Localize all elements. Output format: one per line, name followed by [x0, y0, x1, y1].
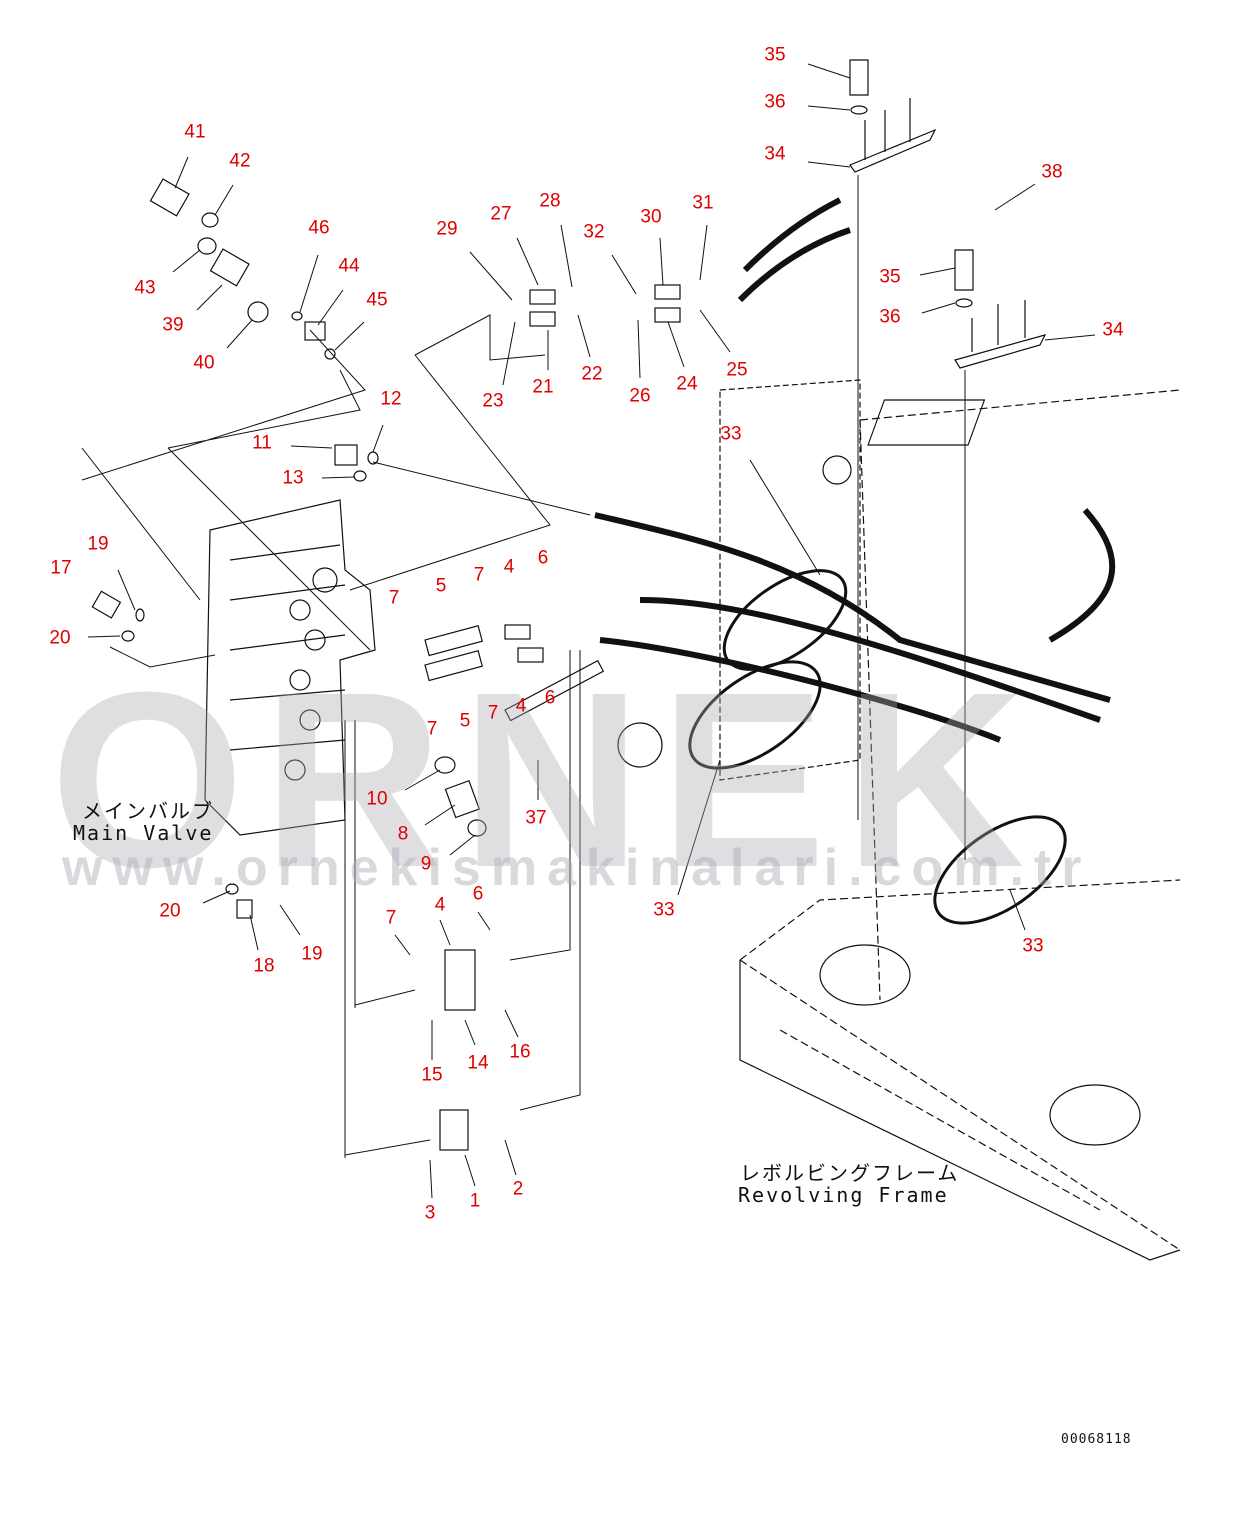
callout-9: 9	[420, 853, 432, 875]
callout-19: 19	[87, 533, 109, 555]
callout-7: 7	[473, 564, 485, 586]
main-valve-label-jp: メインバルブ	[82, 799, 214, 823]
callout-7: 7	[426, 718, 438, 740]
callout-29: 29	[436, 218, 458, 240]
callout-22: 22	[581, 363, 603, 385]
callout-5: 5	[435, 575, 447, 597]
callout-24: 24	[676, 373, 698, 395]
callout-34: 34	[764, 143, 786, 165]
callout-34: 34	[1102, 319, 1124, 341]
callout-30: 30	[640, 206, 662, 228]
main-valve-drawing	[204, 499, 376, 836]
callout-13: 13	[282, 467, 304, 489]
bracket-drawings	[849, 59, 1047, 860]
watermark-url: www.ornekismakinalari.com.tr	[62, 839, 1092, 897]
callout-26: 26	[629, 385, 651, 407]
callout-17: 17	[50, 557, 72, 579]
callout-7: 7	[385, 907, 397, 929]
callout-46: 46	[308, 217, 330, 239]
callout-20: 20	[49, 627, 71, 649]
callout-10: 10	[366, 788, 388, 810]
callout-14: 14	[467, 1052, 489, 1074]
revolving-frame-label-jp: レボルビングフレーム	[740, 1161, 960, 1185]
callout-6: 6	[544, 687, 556, 709]
callout-20: 20	[159, 900, 181, 922]
callout-36: 36	[879, 306, 901, 328]
callout-2: 2	[512, 1178, 524, 1200]
callout-32: 32	[583, 221, 605, 243]
callout-4: 4	[515, 695, 527, 717]
callout-15: 15	[421, 1064, 443, 1086]
callout-31: 31	[692, 192, 714, 214]
callout-7: 7	[487, 702, 499, 724]
callout-43: 43	[134, 277, 156, 299]
watermark-logo: ORNEK	[50, 640, 1043, 919]
callout-12: 12	[380, 388, 402, 410]
callout-3: 3	[424, 1202, 436, 1224]
callout-44: 44	[338, 255, 360, 277]
callout-6: 6	[472, 883, 484, 905]
callout-36: 36	[764, 91, 786, 113]
callout-42: 42	[229, 150, 251, 172]
callout-40: 40	[193, 352, 215, 374]
callout-35: 35	[879, 266, 901, 288]
callout-38: 38	[1041, 161, 1063, 183]
callout-27: 27	[490, 203, 512, 225]
callout-19: 19	[301, 943, 323, 965]
callout-23: 23	[482, 390, 504, 412]
main-valve-label-en: Main Valve	[73, 821, 214, 845]
leader-lines	[81, 63, 1096, 1199]
callout-45: 45	[366, 289, 388, 311]
callout-28: 28	[539, 190, 561, 212]
hose-drawings	[504, 197, 1116, 743]
callout-33: 33	[1022, 935, 1044, 957]
callout-39: 39	[162, 314, 184, 336]
callout-33: 33	[653, 899, 675, 921]
revolving-frame-drawing	[617, 379, 1181, 1261]
callout-11: 11	[252, 432, 272, 454]
callout-7: 7	[388, 587, 400, 609]
callout-18: 18	[253, 955, 275, 977]
revolving-frame-label-en: Revolving Frame	[738, 1183, 949, 1207]
callout-6: 6	[537, 547, 549, 569]
callout-4: 4	[503, 556, 515, 578]
callout-33: 33	[720, 423, 742, 445]
callout-5: 5	[459, 710, 471, 732]
callout-25: 25	[726, 359, 748, 381]
drawing-number: 00068118	[1061, 1432, 1132, 1447]
callout-21: 21	[532, 376, 554, 398]
callout-37: 37	[525, 807, 547, 829]
callout-1: 1	[469, 1190, 481, 1212]
callout-16: 16	[509, 1041, 531, 1063]
callout-41: 41	[184, 121, 206, 143]
callout-8: 8	[397, 823, 409, 845]
callout-35: 35	[764, 44, 786, 66]
callout-4: 4	[434, 894, 446, 916]
